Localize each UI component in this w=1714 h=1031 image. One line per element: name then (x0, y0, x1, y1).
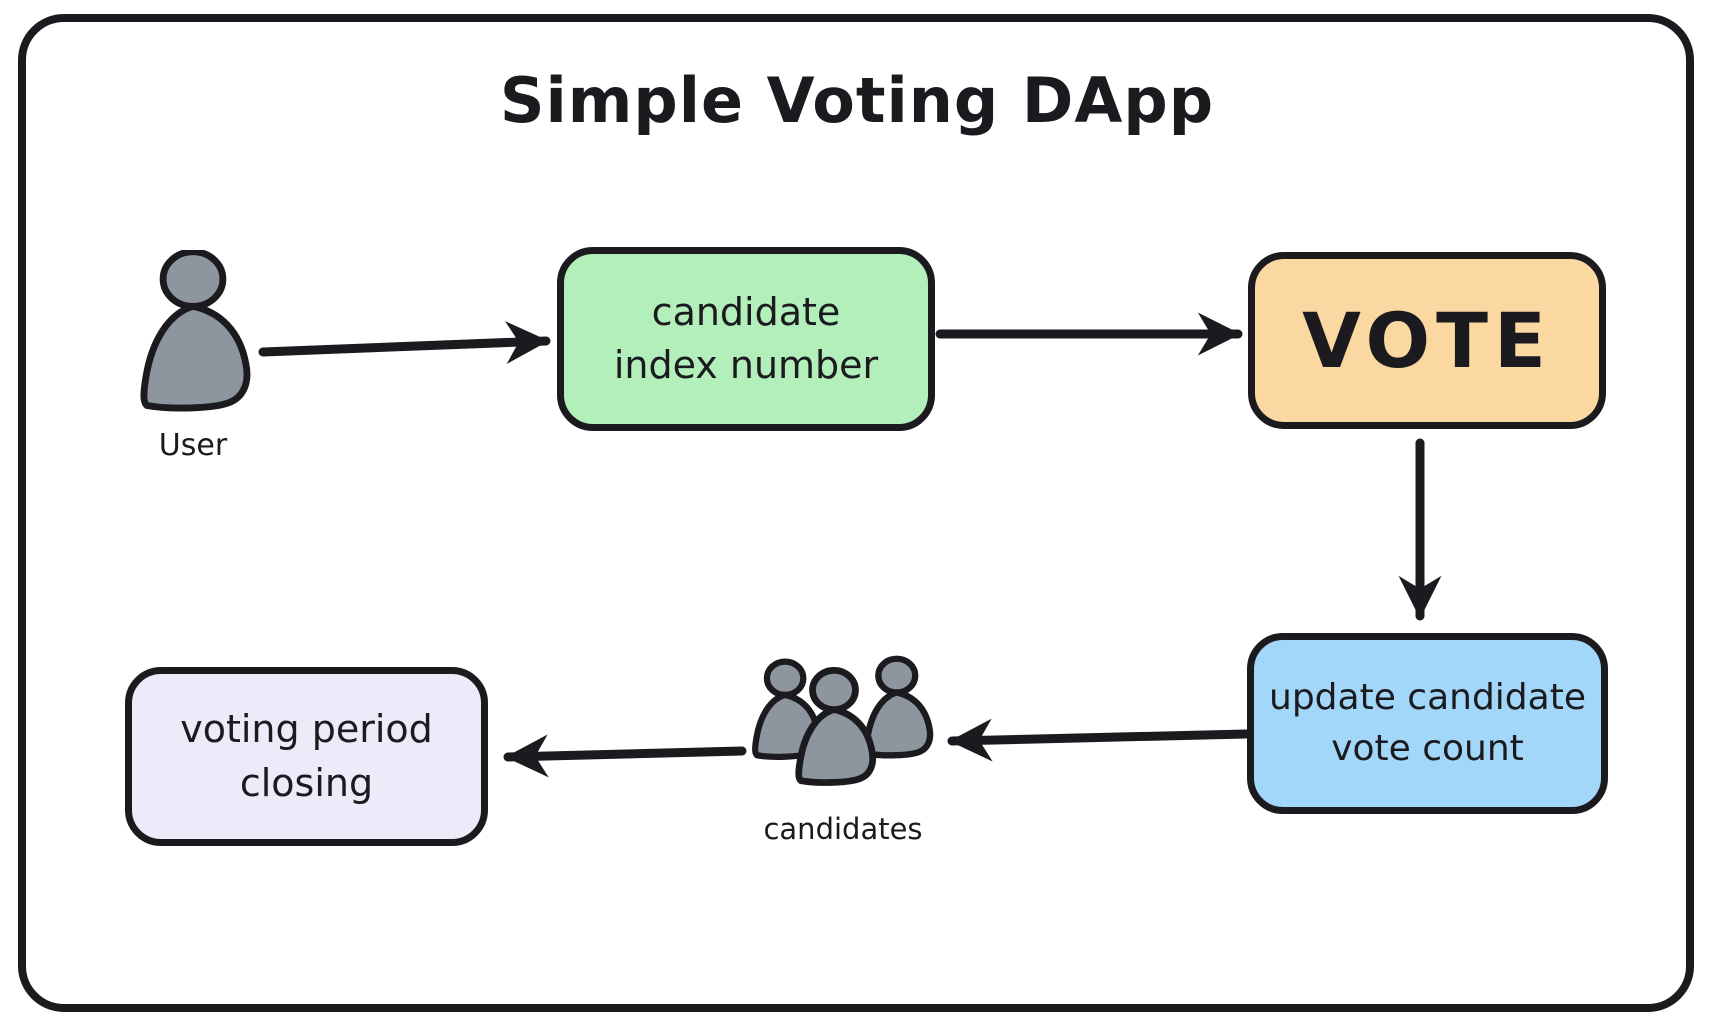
candidates-label: candidates (763, 812, 923, 846)
diagram-title: Simple Voting DApp (499, 64, 1215, 137)
node-candidate-index-number-label: candidate index number (613, 289, 879, 387)
person-icon (127, 250, 259, 414)
diagram-border (18, 14, 1694, 1012)
node-voting-period-closing-label: voting period closing (180, 707, 433, 805)
node-vote: VOTE (1248, 252, 1606, 429)
node-candidate-index-number: candidate index number (557, 247, 935, 431)
people-group-icon (748, 652, 936, 786)
user-label: User (158, 428, 228, 463)
node-update-candidate-vote-count: update candidate vote count (1247, 633, 1608, 814)
node-update-candidate-vote-count-label: update candidate vote count (1269, 677, 1586, 769)
node-vote-label: VOTE (1302, 295, 1552, 385)
node-voting-period-closing: voting period closing (125, 667, 488, 846)
